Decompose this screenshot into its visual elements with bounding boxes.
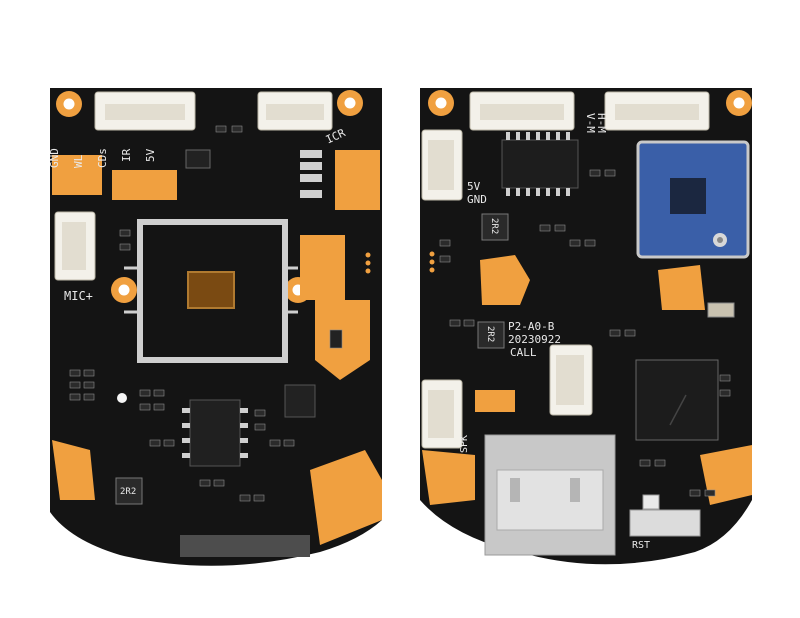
left-pcb-board: GND WL CDs IR 5V ICR MIC+ 2R2 [48, 88, 382, 566]
silk-vm-label: V-M [584, 113, 597, 133]
flash-chip-soic8 [182, 399, 248, 467]
mounting-hole-top-right-r [726, 90, 752, 116]
copper-pours-right [422, 255, 752, 505]
right-pcb-board: V-M H-M 5V GND 2R2 2R2 P2-A0-B 20230922 … [420, 88, 752, 565]
smd-components-left [69, 125, 343, 502]
connector-call-r [549, 344, 593, 416]
silk-5v-label-r: 5V [467, 180, 481, 193]
connector-top-5pin [94, 91, 196, 131]
silk-rst-label: RST [632, 540, 650, 551]
smd-components-right [439, 169, 731, 497]
mount-ring [124, 266, 298, 314]
connector-spk-r [421, 379, 463, 449]
silk-inductor-mid-r: 2R2 [485, 326, 495, 342]
silk-inductor-top-r: 2R2 [489, 218, 499, 234]
mounting-hole-mid-left [111, 277, 137, 303]
inductor-top-r [481, 213, 509, 241]
sensor-shield-frame [137, 219, 288, 363]
left-pcb-outline [50, 88, 382, 566]
mosfet-chip [284, 384, 316, 418]
mounting-hole-top-left [56, 91, 82, 117]
silk-date-code: 20230922 [508, 333, 561, 346]
mounting-hole-top-right [337, 90, 363, 116]
copper-pours-left [52, 150, 382, 545]
inductor-mid-r [477, 321, 505, 349]
silk-inductor-label-left: 2R2 [120, 487, 136, 497]
header-pads-left [365, 252, 371, 274]
silk-gnd-label: GND [48, 148, 61, 168]
silk-mic-label: MIC+ [64, 289, 93, 303]
ic-array-top [300, 150, 322, 198]
silk-spk-label: SPK [459, 435, 470, 453]
connector-power-r [421, 129, 463, 201]
silk-call-label: CALL [510, 346, 537, 359]
silk-gnd-label-r: GND [467, 193, 487, 206]
mounting-hole-top-left-r [428, 90, 454, 116]
usb-connector [484, 434, 616, 556]
image-sensor [187, 271, 235, 309]
connector-top-left-r [469, 91, 575, 131]
inductor-left [115, 477, 143, 505]
reset-button [629, 494, 701, 537]
silk-cds-label: CDs [96, 148, 109, 168]
small-chip-top [185, 149, 211, 169]
connector-top-icr [257, 91, 333, 131]
connector-mic [54, 211, 96, 281]
silk-board-id: P2-A0-B [508, 320, 555, 333]
connector-top-right-r [604, 91, 710, 131]
silk-ir-label: IR [120, 148, 133, 162]
silk-5v-label: 5V [144, 148, 157, 162]
test-pad-left [117, 393, 127, 403]
silk-wl-label: WL [72, 154, 85, 168]
header-pads-right [429, 251, 435, 273]
wifi-module [636, 140, 750, 259]
silk-hm-label: H-M [595, 113, 608, 133]
motor-driver-chip [501, 132, 579, 196]
main-soc-chip [635, 359, 719, 441]
crystal-r [707, 302, 735, 318]
left-bottom-component [180, 535, 310, 557]
